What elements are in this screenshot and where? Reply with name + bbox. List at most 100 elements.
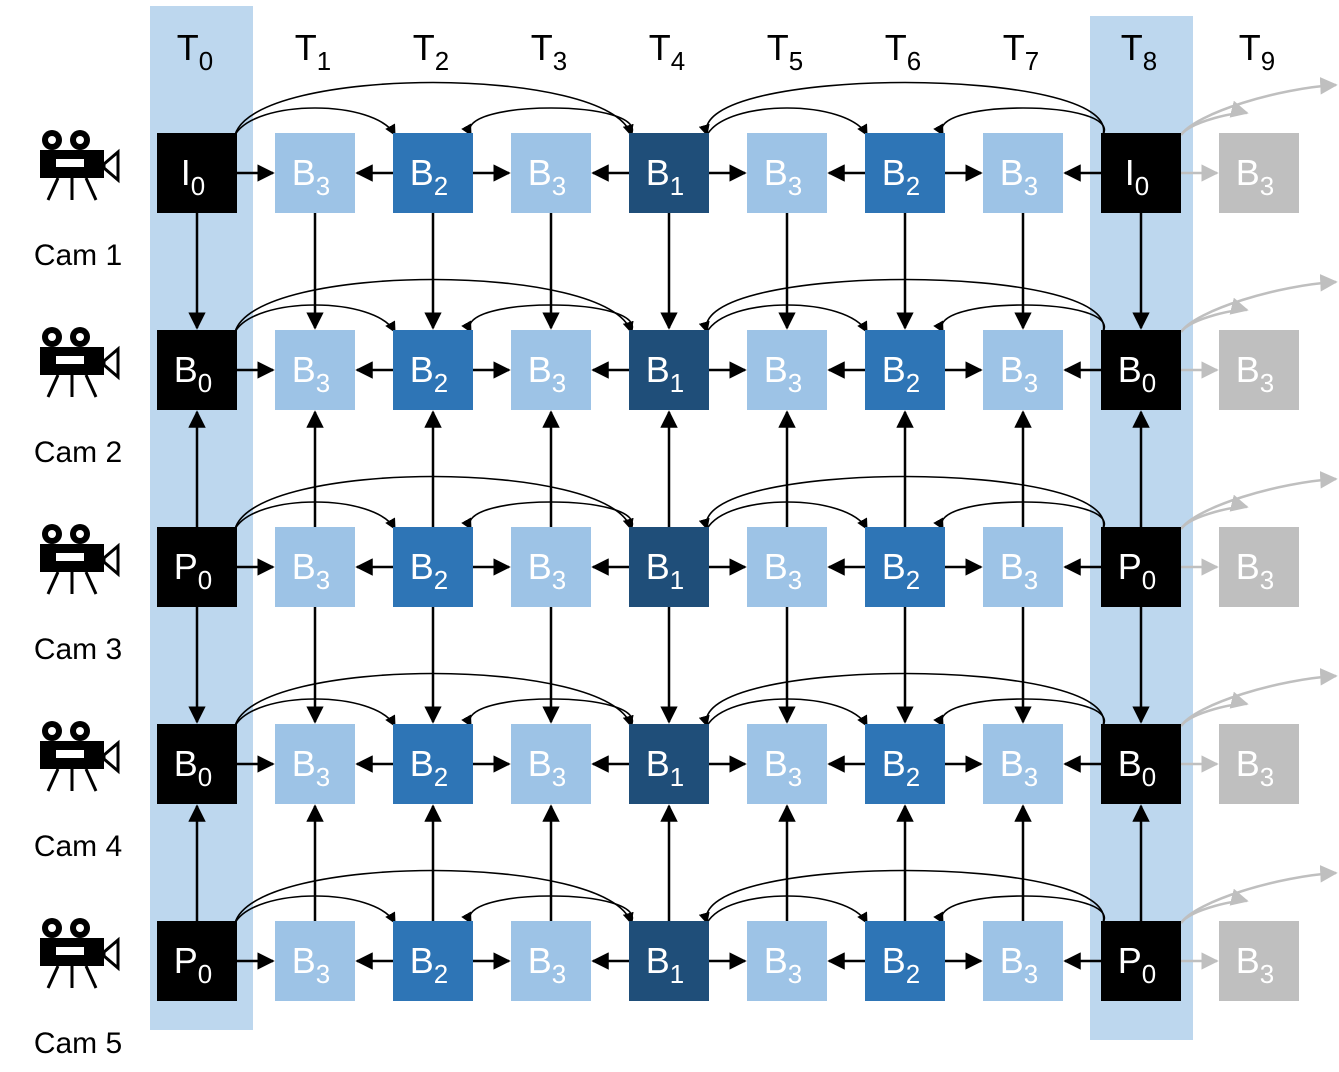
frame-label: B2 xyxy=(882,546,920,595)
frame-label-subscript: 1 xyxy=(670,173,684,201)
frame-box xyxy=(157,330,237,410)
camera-1: Cam 1 xyxy=(34,130,122,272)
time-label-4: T4 xyxy=(649,27,685,76)
frame-label-base: B xyxy=(764,349,788,390)
frame-label: B2 xyxy=(410,152,448,201)
frame-cam5-t6: B2 xyxy=(865,921,945,1001)
frame-label: B3 xyxy=(528,349,566,398)
frame-label: B3 xyxy=(764,349,802,398)
frame-cam4-t3: B3 xyxy=(511,724,591,804)
frame-label: B3 xyxy=(1000,546,1038,595)
frame-label: B1 xyxy=(646,152,684,201)
camera-5: Cam 5 xyxy=(34,918,122,1060)
frame-label: B3 xyxy=(1236,743,1274,792)
frame-label-base: I xyxy=(181,152,191,193)
frame-label-subscript: 3 xyxy=(1024,567,1038,595)
frame-box xyxy=(511,921,591,1001)
frame-label-subscript: 0 xyxy=(1135,173,1149,201)
frame-label-subscript: 2 xyxy=(906,567,920,595)
frame-label: B3 xyxy=(292,152,330,201)
frame-label: B3 xyxy=(292,743,330,792)
frame-box xyxy=(865,527,945,607)
frame-box xyxy=(275,133,355,213)
time-label-8-subscript: 8 xyxy=(1143,48,1157,76)
frame-label: B0 xyxy=(174,743,212,792)
frame-label-base: B xyxy=(764,743,788,784)
frame-label-subscript: 3 xyxy=(788,370,802,398)
frame-label-base: B xyxy=(646,546,670,587)
frame-box xyxy=(865,133,945,213)
frame-label-subscript: 0 xyxy=(1142,961,1156,989)
time-label-1: T1 xyxy=(295,27,331,76)
frame-label: B2 xyxy=(882,743,920,792)
frame-cam4-t5: B3 xyxy=(747,724,827,804)
frame-label: B3 xyxy=(764,152,802,201)
frame-label-base: B xyxy=(174,743,198,784)
frame-label-base: B xyxy=(528,152,552,193)
time-label-2-subscript: 2 xyxy=(435,48,449,76)
frame-label-subscript: 0 xyxy=(1142,370,1156,398)
frame-label-subscript: 3 xyxy=(1024,370,1038,398)
time-label-2-base: T xyxy=(413,27,435,68)
frame-cam2-t9: B3 xyxy=(1219,330,1299,410)
frame-label: B1 xyxy=(646,546,684,595)
frame-cam2-t8: B0 xyxy=(1101,330,1181,410)
frame-label-subscript: 2 xyxy=(434,961,448,989)
frame-label-subscript: 3 xyxy=(552,370,566,398)
frame-cam3-t7: B3 xyxy=(983,527,1063,607)
camera-4: Cam 4 xyxy=(34,721,122,863)
frame-label-subscript: 3 xyxy=(552,764,566,792)
frame-label-base: B xyxy=(764,940,788,981)
frame-label-base: B xyxy=(1236,349,1260,390)
camera-label: Cam 1 xyxy=(34,239,122,272)
frame-label: B3 xyxy=(292,546,330,595)
time-label-7: T7 xyxy=(1003,27,1039,76)
frame-cam3-t6: B2 xyxy=(865,527,945,607)
frame-label-base: B xyxy=(292,152,316,193)
frame-box xyxy=(511,330,591,410)
frame-cam3-t4: B1 xyxy=(629,527,709,607)
frame-label-subscript: 3 xyxy=(1260,567,1274,595)
frame-box xyxy=(511,527,591,607)
frame-cam2-t2: B2 xyxy=(393,330,473,410)
frame-label: B3 xyxy=(1236,349,1274,398)
frame-label-base: B xyxy=(1236,152,1260,193)
next-gop-arc-short-row-2 xyxy=(1179,297,1249,333)
frame-label: B2 xyxy=(410,743,448,792)
frame-cam5-t2: B2 xyxy=(393,921,473,1001)
frame-cam5-t8: P0 xyxy=(1101,921,1181,1001)
frame-box xyxy=(629,330,709,410)
frame-label: P0 xyxy=(1118,546,1156,595)
frame-label-base: B xyxy=(1236,940,1260,981)
frame-box xyxy=(1101,330,1181,410)
frame-label-base: B xyxy=(292,546,316,587)
frame-label: B0 xyxy=(174,349,212,398)
frame-label-base: B xyxy=(528,349,552,390)
next-gop-arc-long-row-2 xyxy=(1179,274,1338,333)
frame-cam2-t4: B1 xyxy=(629,330,709,410)
camera-label: Cam 3 xyxy=(34,633,122,666)
frame-box xyxy=(983,133,1063,213)
time-label-4-base: T xyxy=(649,27,671,68)
time-label-3: T3 xyxy=(531,27,567,76)
frame-label: B3 xyxy=(528,152,566,201)
frame-label: B3 xyxy=(764,743,802,792)
frame-label-base: B xyxy=(646,152,670,193)
frame-label-subscript: 3 xyxy=(316,764,330,792)
frame-label-subscript: 1 xyxy=(670,567,684,595)
frame-label-base: B xyxy=(410,546,434,587)
frame-label-base: B xyxy=(1000,152,1024,193)
frame-label-subscript: 3 xyxy=(788,764,802,792)
frame-label: B3 xyxy=(528,940,566,989)
frame-label: P0 xyxy=(174,546,212,595)
arc-mid-d-row-1 xyxy=(933,107,1106,136)
arc-mid-b-row-1 xyxy=(461,107,634,136)
frame-label-subscript: 3 xyxy=(552,173,566,201)
time-label-9-base: T xyxy=(1239,27,1261,68)
frame-cam2-t5: B3 xyxy=(747,330,827,410)
next-gop-arc-short-row-5 xyxy=(1179,888,1249,924)
frame-label: B3 xyxy=(764,940,802,989)
frame-label-base: B xyxy=(410,349,434,390)
time-label-1-base: T xyxy=(295,27,317,68)
